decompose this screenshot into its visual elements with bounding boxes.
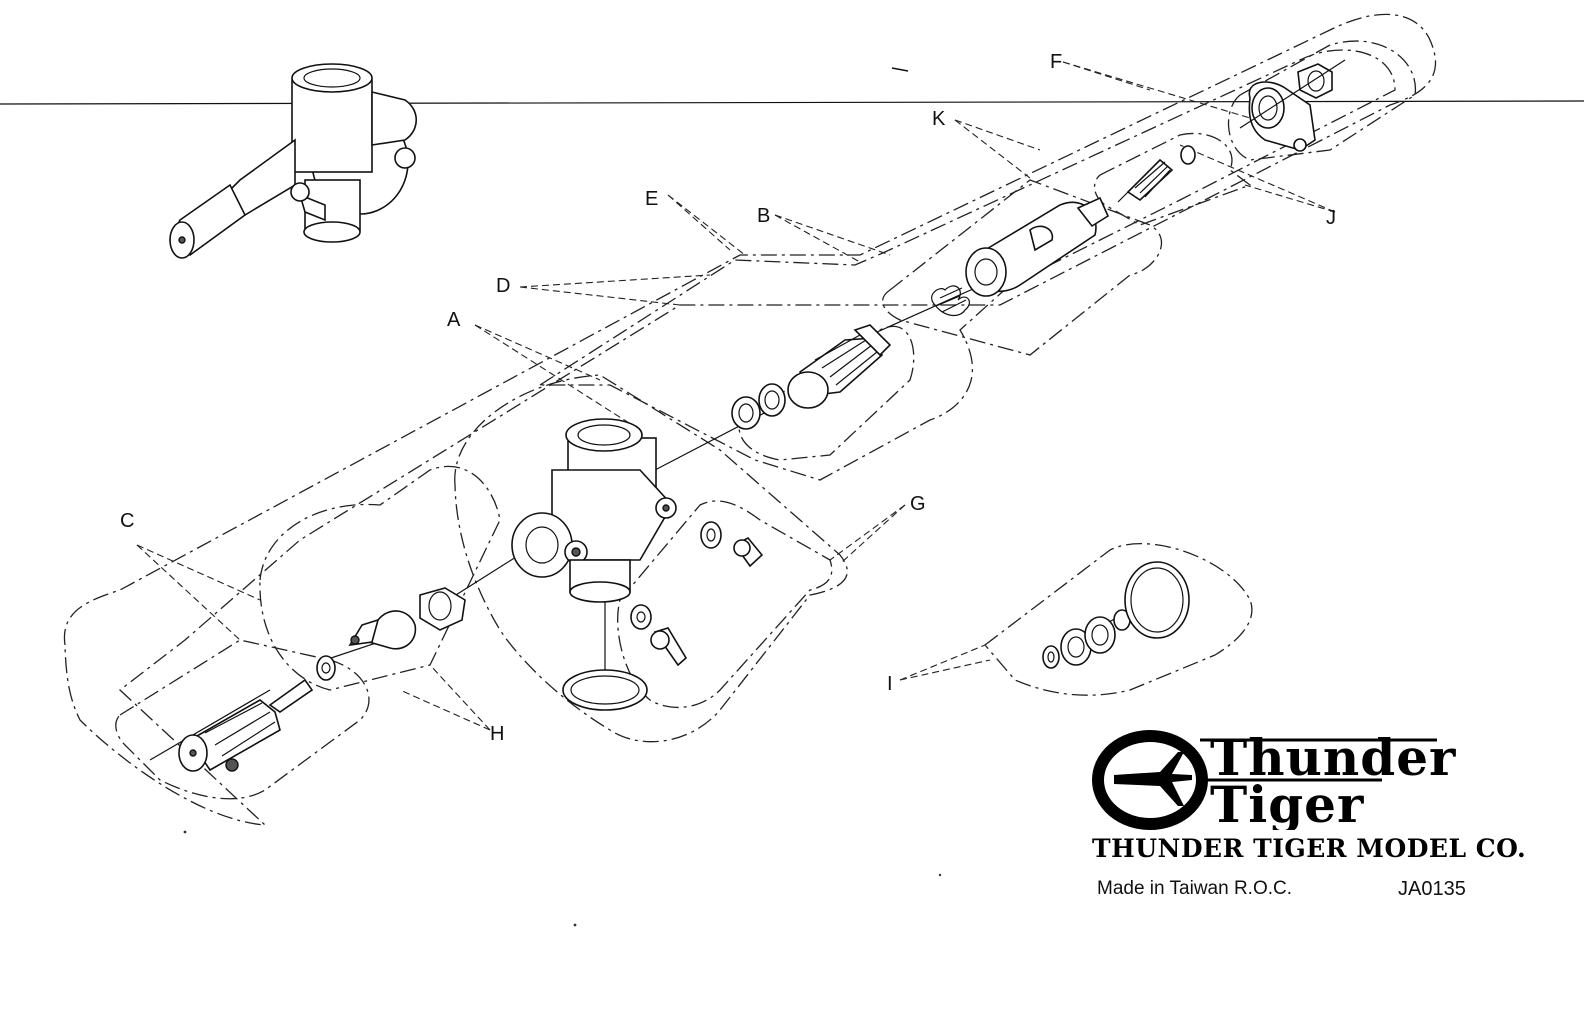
callout-d: D	[496, 275, 510, 297]
callout-g: G	[910, 493, 926, 515]
origin-text: Made in Taiwan R.O.C.	[1097, 878, 1293, 899]
stray-dot	[573, 923, 577, 927]
group-outline-f	[1227, 40, 1416, 161]
part-i-washers	[1042, 561, 1190, 669]
stray-dot	[183, 830, 187, 834]
stray-dot	[938, 873, 942, 877]
group-outline-g	[617, 500, 833, 709]
callout-c: C	[120, 510, 134, 532]
group-outline-a	[454, 374, 848, 743]
part-h-nut-fitting	[348, 587, 466, 650]
part-k-spring-sleeve	[931, 196, 1110, 316]
group-outline-b	[537, 49, 1396, 481]
part-g-screws	[630, 521, 764, 667]
group-outline-e	[738, 325, 915, 461]
part-b-throttle-barrel	[731, 324, 892, 430]
group-outline-d	[63, 13, 1437, 826]
assembled-carburetor	[168, 63, 418, 259]
callout-j: J	[1326, 207, 1336, 229]
wordmark-tiger: Tiger	[1210, 775, 1364, 830]
callout-a: A	[447, 309, 461, 331]
callout-b: B	[757, 205, 770, 227]
part-j-needle-valve	[1117, 145, 1196, 203]
group-outline-c	[115, 639, 370, 800]
top-rule-line	[0, 100, 1584, 105]
part-a-carburetor-body	[511, 418, 677, 711]
company-name: THUNDER TIGER MODEL CO.	[1092, 834, 1527, 863]
part-code: JA0135	[1398, 878, 1466, 900]
wordmark-thunder: Thunder	[1210, 730, 1456, 787]
stray-mark	[891, 67, 909, 72]
thunder-tiger-logo: Thunder Tiger	[1092, 730, 1456, 830]
leader-lines	[136, 61, 1336, 761]
part-c-needle-valve	[178, 655, 336, 772]
group-outline-i	[984, 542, 1253, 696]
callout-i: I	[887, 673, 893, 695]
group-outline-j	[1093, 132, 1252, 226]
part-f-clamp-bracket	[1239, 59, 1346, 152]
group-outline-h	[259, 465, 501, 691]
callout-e: E	[645, 188, 658, 210]
brand-block: Thunder Tiger THUNDER TIGER MODEL CO. Ma…	[1092, 730, 1552, 920]
callout-k: K	[932, 108, 946, 130]
callout-f: F	[1050, 51, 1062, 73]
callout-h: H	[490, 723, 504, 745]
airplane-icon	[1114, 752, 1192, 806]
